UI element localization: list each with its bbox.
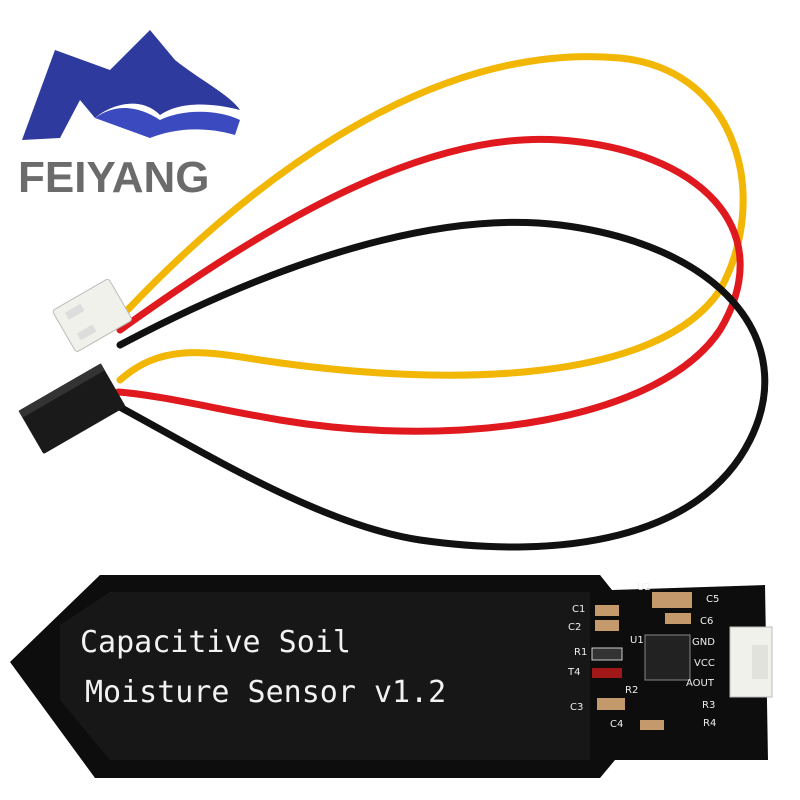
label-u2: U2 (637, 582, 651, 593)
dupont-connector (18, 363, 126, 454)
label-c5: C5 (706, 594, 719, 605)
label-r2: R2 (625, 685, 638, 696)
soil-moisture-sensor-board: Capacitive Soil Moisture Sensor v1.2 U2 … (10, 575, 773, 778)
label-c1: C1 (572, 604, 585, 615)
sensor-title-line1: Capacitive Soil (80, 625, 351, 660)
jumper-wires (112, 53, 769, 551)
label-u1: U1 (630, 635, 644, 646)
red-wire (114, 135, 744, 435)
feiyang-logo: FEIYANG (18, 30, 240, 202)
label-r4: R4 (703, 718, 716, 729)
jst-connector (52, 278, 132, 352)
black-wire (112, 218, 769, 551)
label-c4: C4 (610, 719, 623, 730)
label-r3: R3 (702, 700, 715, 711)
label-t4: T4 (567, 667, 580, 678)
label-c3: C3 (570, 702, 583, 713)
label-c2: C2 (568, 622, 581, 633)
logo-text: FEIYANG (18, 153, 210, 202)
label-r1: R1 (574, 647, 587, 658)
sensor-title-line2: Moisture Sensor v1.2 (85, 675, 446, 710)
pin-gnd: GND (692, 637, 715, 648)
logo-wave (22, 30, 240, 140)
label-c6: C6 (700, 616, 713, 627)
pin-aout: AOUT (686, 678, 715, 689)
pin-vcc: VCC (694, 658, 715, 669)
